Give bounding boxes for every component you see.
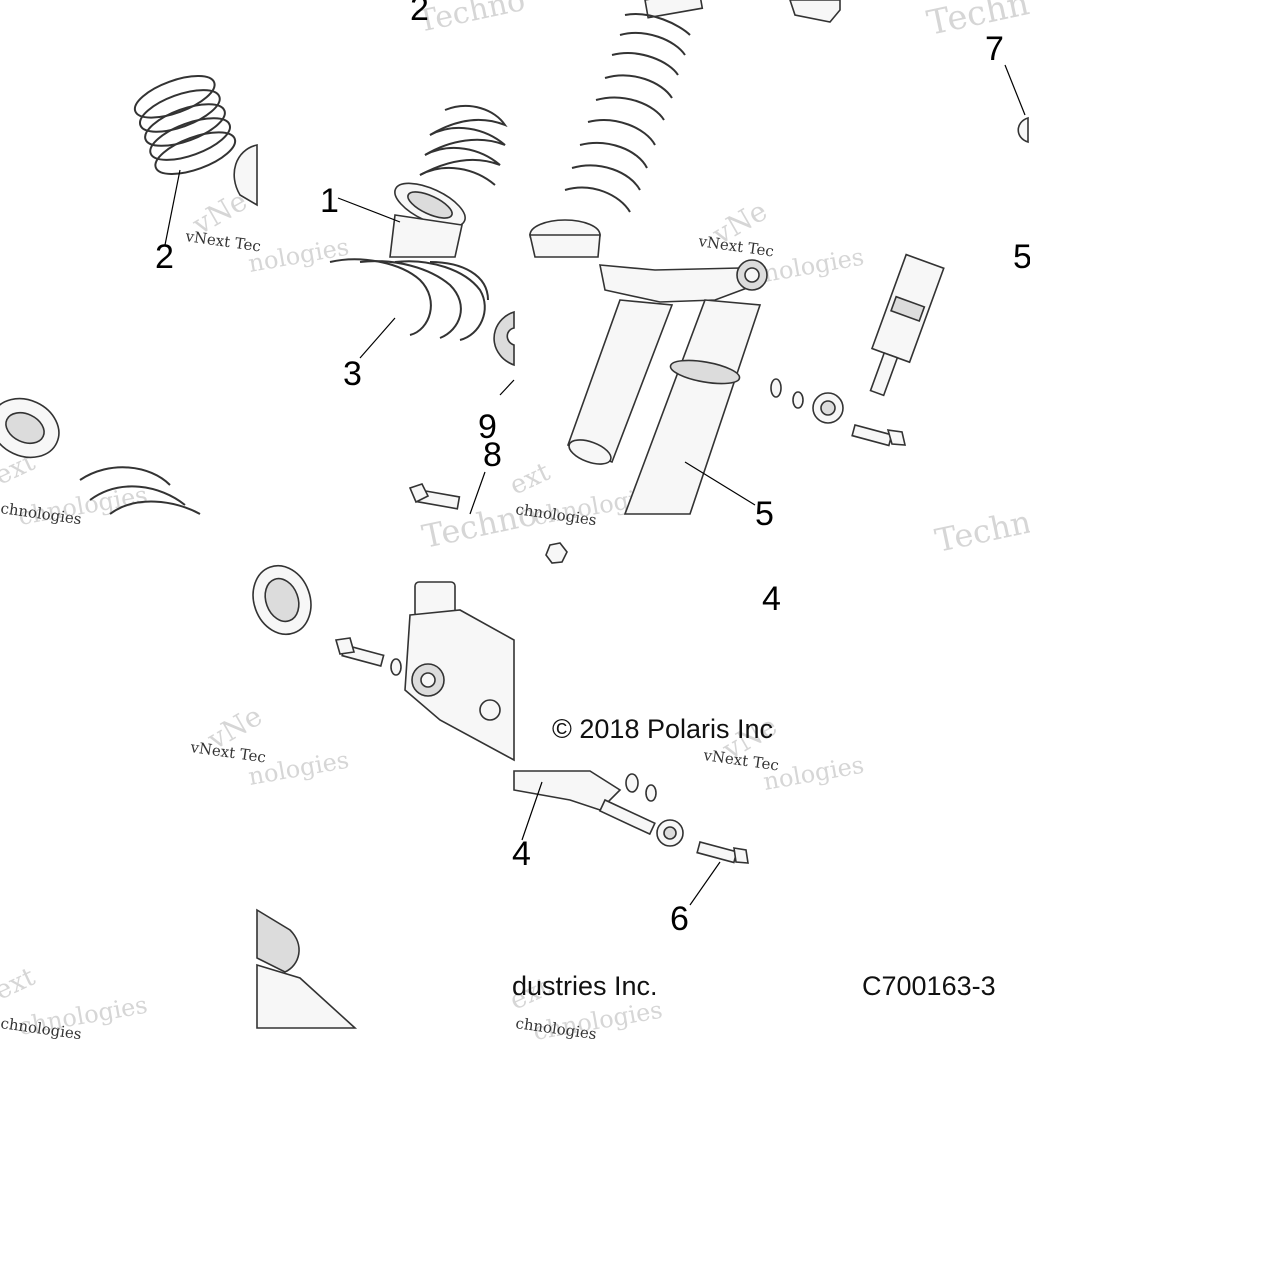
tile-shock-rod-end <box>792 253 945 447</box>
caption-layer: © 2018 Polaris Inc dustries Inc. C700163… <box>512 714 996 1001</box>
spring-seat <box>389 182 466 258</box>
callout-4: 4 <box>512 835 531 873</box>
callout-2-top: 2 <box>410 0 429 28</box>
spring-adjuster-lower <box>252 564 312 636</box>
washer-b <box>645 784 657 802</box>
rod-end-4 <box>656 819 684 847</box>
shock-absorber-4 <box>404 581 515 762</box>
tile-long-spring <box>528 0 704 258</box>
callout-6: 6 <box>670 900 689 938</box>
industries-text: dustries Inc. <box>512 971 658 1001</box>
tile-spring-small <box>133 75 258 246</box>
washer-shock-4 <box>390 658 402 676</box>
callout-5-top: 5 <box>1013 238 1032 276</box>
coil-spring-small <box>133 75 237 175</box>
coil-spring-large <box>329 258 489 341</box>
copyright-text: © 2018 Polaris Inc <box>552 714 773 744</box>
bolt-rod-end <box>851 424 907 447</box>
washer-a <box>625 773 639 793</box>
callout-layer: 2 7 1 2 5 3 9 8 5 4 4 6 <box>155 0 1032 938</box>
blank-margin-right <box>1030 0 1285 1285</box>
rod-end-eyelet <box>812 392 844 424</box>
spring-adjuster <box>528 219 601 258</box>
tile-spring-seat <box>337 105 508 258</box>
callout-4-top: 4 <box>762 580 781 618</box>
watermark-ext-3: ext <box>0 962 40 1007</box>
bolt-6 <box>696 841 749 864</box>
watermark-vnext-1: vNext Tec <box>183 227 262 256</box>
watermark-ext-2: ext <box>505 457 555 502</box>
callout-2-left: 2 <box>155 238 174 276</box>
bump-stop-partial <box>233 143 258 207</box>
tile-copyright <box>545 542 568 564</box>
tile-shock-4 <box>252 564 515 762</box>
washer-right <box>792 391 804 409</box>
callout-8: 8 <box>483 436 502 474</box>
tile-large-spring <box>329 258 515 515</box>
figure-code: C700163-3 <box>862 971 996 1001</box>
callout-7: 7 <box>985 30 1004 68</box>
bolt-8 <box>408 483 461 510</box>
shock-body-upper <box>869 253 945 397</box>
tile-fragments-left <box>0 397 201 515</box>
tile-shock-4-lower <box>513 770 749 906</box>
coil-spring-mid <box>419 105 508 186</box>
callout-9: 9 <box>478 408 497 446</box>
washer-left <box>770 378 782 398</box>
tile-nut <box>789 0 1029 144</box>
callout-3: 3 <box>343 355 362 393</box>
watermark-vnext-3: vNext Tec <box>188 738 267 767</box>
nut-small <box>545 542 568 564</box>
watermark-nologies-1: nologies <box>246 233 351 278</box>
tile-shock-lower-fragment <box>256 908 358 1029</box>
nut-7 <box>1017 116 1029 144</box>
coil-spring-long <box>564 13 691 213</box>
watermark-tech-top: Techno <box>414 0 528 40</box>
bump-stop <box>0 397 60 459</box>
watermark-nologies-2: nologies <box>761 243 866 288</box>
shock-absorber-5 <box>566 259 768 515</box>
washer-9 <box>493 310 515 367</box>
watermark-vnext-2: vNext Tec <box>696 232 775 261</box>
callout-5: 5 <box>755 495 774 533</box>
shock-4-rod <box>598 798 656 836</box>
watermark-vnext-4: vNext Tec <box>701 746 780 775</box>
callout-1: 1 <box>320 182 339 220</box>
bolt-shock-4 <box>334 637 385 667</box>
tile-shock-5 <box>566 259 782 515</box>
nut-top <box>789 0 841 23</box>
